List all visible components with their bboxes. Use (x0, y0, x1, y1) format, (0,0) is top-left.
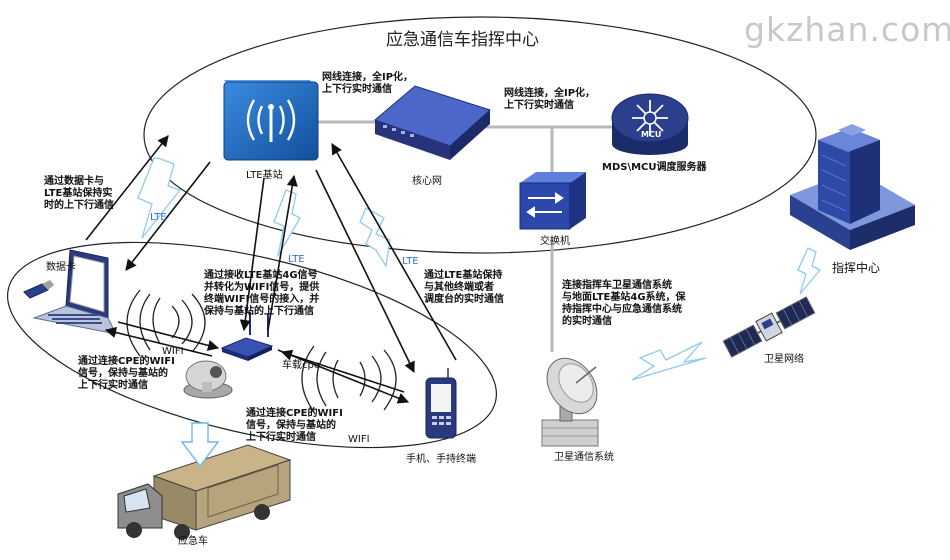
label-wifi-left: WIFI (162, 346, 184, 357)
note-net-right: 网线连接，全IP化， 上下行实时通信 (504, 88, 596, 111)
ethernet-links (318, 120, 612, 352)
note-cpe: 通过接收LTE基站4G信号 并转化为WIFI信号，提供 终端WIFI信号的接入，… (204, 270, 320, 317)
label-phone: 手机、手持终端 (406, 454, 476, 465)
data-card-icon (23, 280, 54, 299)
down-arrow-icon (180, 422, 220, 468)
label-lte-station: LTE基站 (246, 170, 283, 181)
note-satellite: 连接指挥车卫星通信系统 与地面LTE基站4G系统，保 持指挥中心与应急通信系统 … (562, 280, 686, 327)
label-data-card: 数据卡 (46, 262, 76, 273)
note-laptop-wifi: 通过连接CPE的WIFI 信号，保持与基站的 上下行实时通信 (78, 356, 175, 391)
label-switch: 交换机 (540, 236, 570, 247)
handheld-terminal-icon (425, 368, 457, 439)
label-command-center: 指挥中心 (832, 261, 881, 275)
label-emergency-car: 应急车 (178, 536, 208, 547)
field-terminal-boundary (7, 241, 497, 449)
core-network-icon (374, 85, 491, 160)
diagram-title: 应急通信车指挥中心 (386, 30, 539, 50)
label-lte-right: LTE (402, 256, 419, 267)
lightning-icons (137, 157, 822, 381)
label-core-net: 核心网 (412, 176, 442, 187)
command-center-building-icon (790, 124, 915, 250)
label-satellite-net: 卫星网络 (764, 354, 804, 365)
command-vehicle-boundary (143, 16, 817, 254)
note-net-left: 网线连接，全IP化， 上下行实时通信 (322, 72, 414, 95)
label-mcu-server: MDS\MCU调度服务器 (602, 162, 707, 173)
note-phone-wifi: 通过连接CPE的WIFI 信号，保持与基站的 上下行实时通信 (246, 408, 343, 443)
label-lte-mid: LTE (288, 254, 305, 265)
satellite-icon (722, 296, 816, 358)
emergency-truck-icon (117, 444, 292, 540)
wifi-waves-laptop (126, 289, 206, 357)
satellite-dish-icon (541, 357, 599, 447)
label-mcu-badge: MCU (641, 130, 662, 139)
signal-arrows (85, 135, 457, 404)
lte-base-station-icon (223, 80, 319, 161)
camera-icon (183, 360, 233, 399)
switch-icon (519, 172, 586, 230)
mcu-server-icon (611, 93, 689, 155)
label-lte-left: LTE (150, 212, 167, 223)
note-lte-keep: 通过LTE基站保持 与其他终端或者 调度台的实时通信 (424, 270, 504, 305)
watermark: gkzhan.com (744, 10, 950, 49)
note-data-card: 通过数据卡与 LTE基站保持实 时的上下行通信 (44, 176, 114, 211)
car-cpe-icon (220, 312, 274, 361)
label-wifi-right: WIFI (348, 434, 370, 445)
label-satellite-system: 卫星通信系统 (554, 452, 614, 463)
label-car-cpe: 车载cpe (282, 360, 320, 371)
